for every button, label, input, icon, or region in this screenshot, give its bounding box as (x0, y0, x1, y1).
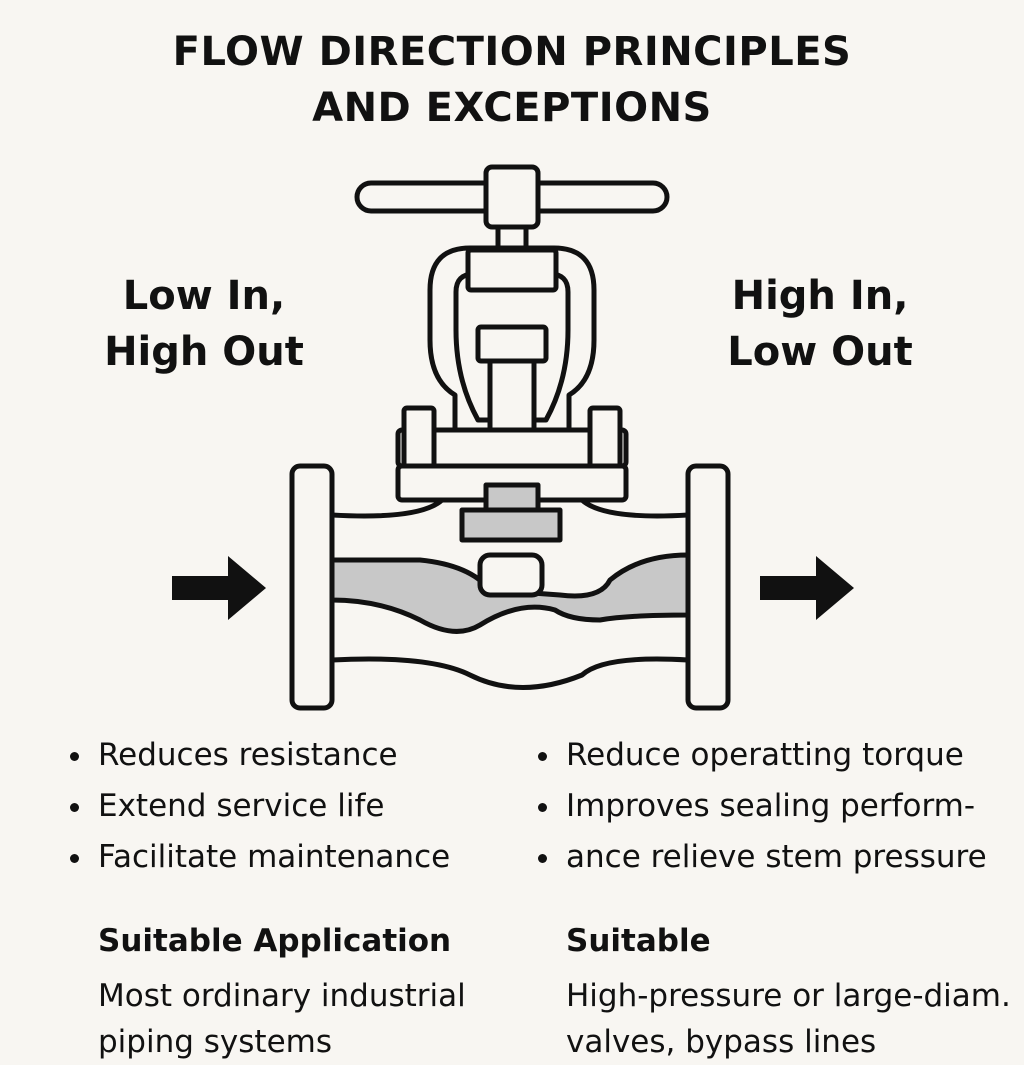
list-item: Reduce operatting torque (538, 730, 1008, 781)
right-application-line-2: valves, bypass lines (566, 1024, 877, 1060)
left-application-line-2: piping systems (98, 1024, 332, 1060)
left-application-line-1: Most ordinary industrial (98, 978, 466, 1014)
globe-valve-icon (172, 164, 854, 711)
bolt-right (587, 405, 623, 475)
right-application-heading: Suitable (566, 923, 711, 959)
diagram-title: FLOW DIRECTION PRINCIPLES AND EXCEPTIONS (0, 24, 1024, 136)
yoke-nut (465, 247, 559, 293)
inlet-flange (289, 463, 335, 711)
list-item: Extend service life (70, 781, 510, 832)
list-item: Improves sealing perform- (538, 781, 1008, 832)
packing-nut (475, 324, 549, 364)
low-in-high-out-column: Reduces resistance Extend service life F… (70, 730, 510, 1065)
list-item: ance relieve stem pressure (538, 832, 1008, 883)
left-application-text: Most ordinary industrial piping systems (70, 973, 510, 1065)
right-bullet-list: Reduce operatting torque Improves sealin… (538, 730, 1008, 883)
right-label-line-1: High In, (731, 273, 909, 319)
list-item: Reduces resistance (70, 730, 510, 781)
list-item: Facilitate maintenance (70, 832, 510, 883)
title-line-1: FLOW DIRECTION PRINCIPLES (172, 29, 852, 75)
left-label-line-2: High Out (104, 329, 304, 375)
right-application-line-1: High-pressure or large-diam. (566, 978, 1011, 1014)
left-application-heading: Suitable Application (98, 923, 452, 959)
flow-arrow-in-icon (172, 556, 266, 620)
bolt-left (401, 405, 437, 475)
right-application-text: High-pressure or large-diam. valves, byp… (538, 973, 1011, 1065)
outlet-flange (685, 463, 731, 711)
left-label-line-1: Low In, (122, 273, 286, 319)
left-bullet-list: Reduces resistance Extend service life F… (70, 730, 510, 883)
seat (459, 507, 563, 543)
high-in-low-out-label: High In, Low Out (690, 268, 950, 380)
low-in-high-out-label: Low In, High Out (74, 268, 334, 380)
high-in-low-out-column: Reduce operatting torque Improves sealin… (538, 730, 1011, 1065)
title-line-2: AND EXCEPTIONS (312, 85, 712, 131)
flow-arrow-out-icon (760, 556, 854, 620)
handwheel-hub (483, 164, 541, 230)
valve-disc (477, 552, 545, 598)
right-label-line-2: Low Out (727, 329, 913, 375)
